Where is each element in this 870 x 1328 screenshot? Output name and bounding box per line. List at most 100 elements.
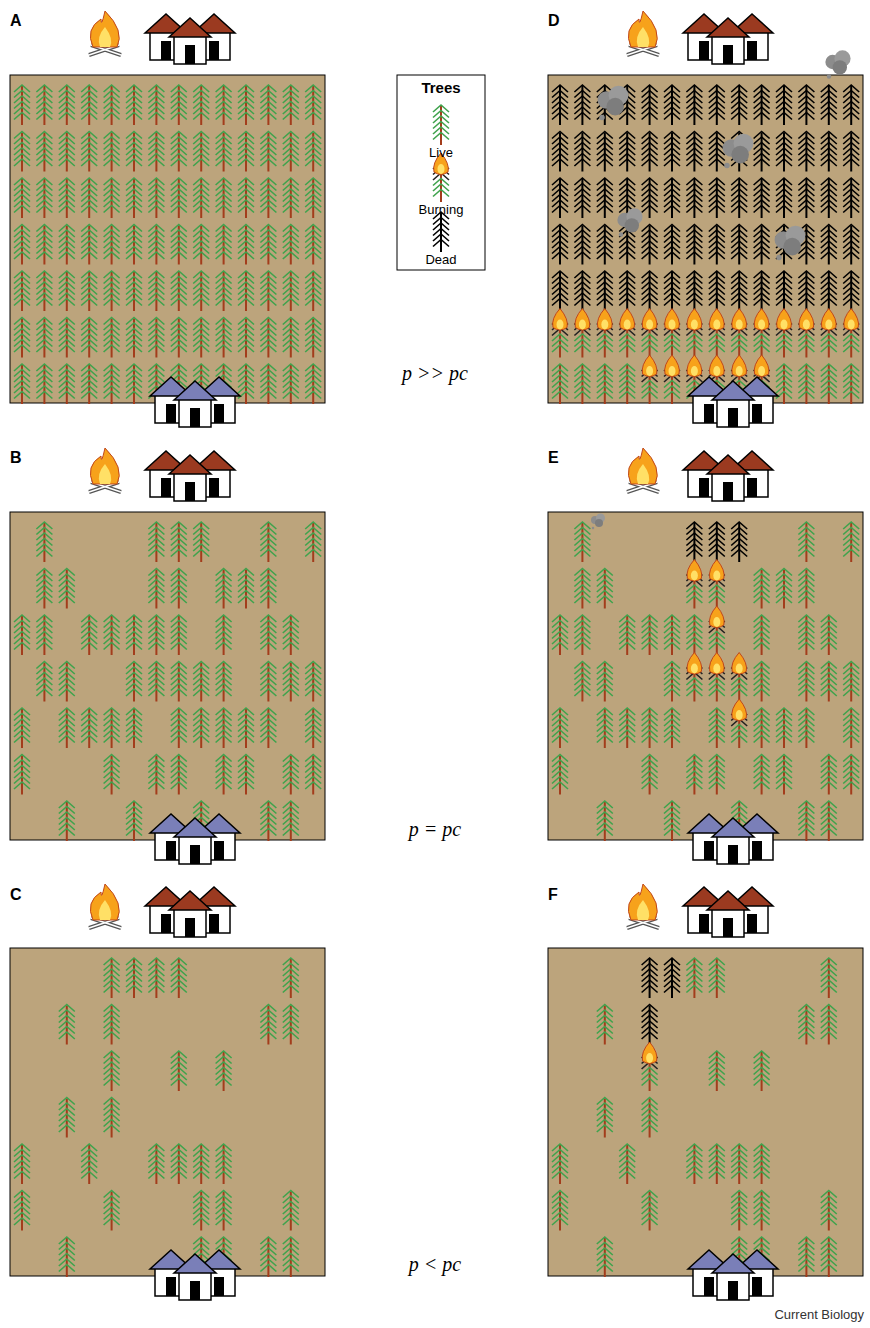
live-tree — [104, 708, 120, 748]
tree-branch — [171, 206, 187, 213]
live-tree — [574, 364, 590, 404]
tree-branch — [619, 113, 635, 120]
live-tree — [126, 132, 142, 172]
tree-branch — [731, 113, 747, 120]
tree-branch — [283, 392, 299, 399]
dead-tree — [642, 271, 658, 311]
tree-branch — [552, 299, 568, 306]
tree-branch — [686, 252, 702, 259]
house-wall — [179, 398, 211, 427]
dead-tree — [754, 271, 770, 311]
live-tree — [14, 85, 30, 125]
burning-tree — [731, 309, 747, 358]
flame-core — [691, 366, 698, 376]
live-tree — [171, 225, 187, 265]
tree-branch — [59, 113, 75, 120]
tree-branch — [686, 345, 702, 352]
house-door — [728, 408, 738, 427]
burning-tree — [821, 309, 837, 358]
dead-tree — [686, 225, 702, 265]
live-tree — [776, 364, 792, 404]
live-tree — [171, 569, 187, 609]
tree-branch — [260, 252, 276, 259]
dead-tree — [798, 132, 814, 172]
tree-branch — [821, 299, 837, 306]
tree-branch — [36, 689, 52, 696]
dead-tree — [686, 178, 702, 218]
live-tree — [193, 522, 209, 562]
tree-branch — [686, 299, 702, 306]
tree-branch — [574, 392, 590, 399]
live-tree — [193, 662, 209, 702]
live-tree — [260, 178, 276, 218]
tree-branch — [597, 159, 613, 166]
burning-tree — [664, 309, 680, 358]
live-tree — [193, 178, 209, 218]
dead-tree — [574, 271, 590, 311]
tree-branch — [305, 689, 321, 696]
dead-tree — [686, 132, 702, 172]
tree-branch — [843, 392, 859, 399]
tree-branch — [574, 159, 590, 166]
live-tree — [260, 662, 276, 702]
live-tree — [171, 708, 187, 748]
tree-branch — [574, 206, 590, 213]
tree-branch — [731, 252, 747, 259]
dead-tree — [552, 225, 568, 265]
flame — [90, 11, 119, 47]
burning-tree — [798, 309, 814, 358]
tree-branch — [574, 252, 590, 259]
tree-branch — [171, 643, 187, 650]
tree-branch — [59, 596, 75, 603]
dead-tree — [731, 271, 747, 311]
house — [707, 18, 749, 64]
tree-branch — [709, 159, 725, 166]
dead-tree — [731, 85, 747, 125]
tree-branch — [171, 252, 187, 259]
flame — [687, 355, 702, 377]
tree-branch — [216, 596, 232, 603]
flame — [777, 309, 792, 331]
tree-branch — [776, 206, 792, 213]
burning-tree — [686, 309, 702, 358]
live-tree — [81, 85, 97, 125]
live-tree — [305, 85, 321, 125]
flame-core — [557, 320, 564, 330]
live-tree — [148, 569, 164, 609]
live-tree — [126, 225, 142, 265]
tree-branch — [664, 159, 680, 166]
tree-branch — [126, 206, 142, 213]
live-tree — [260, 271, 276, 311]
live-tree — [36, 85, 52, 125]
dead-tree — [843, 271, 859, 311]
tree-branch — [664, 392, 680, 399]
live-tree — [260, 615, 276, 655]
dead-tree — [552, 178, 568, 218]
dead-tree — [731, 178, 747, 218]
tree-branch — [238, 299, 254, 306]
tree-branch — [798, 299, 814, 306]
tree-branch — [821, 392, 837, 399]
tree-branch — [305, 345, 321, 352]
tree-branch — [193, 689, 209, 696]
tree-branch — [171, 159, 187, 166]
tree-branch — [305, 550, 321, 557]
live-tree — [171, 132, 187, 172]
live-tree — [59, 708, 75, 748]
tree-branch — [754, 345, 770, 352]
tree-branch — [260, 159, 276, 166]
live-tree — [305, 662, 321, 702]
tree-branch — [104, 252, 120, 259]
dead-tree — [843, 225, 859, 265]
dead-tree — [574, 225, 590, 265]
flame-core — [669, 366, 676, 376]
tree-branch — [798, 159, 814, 166]
tree-branch — [821, 206, 837, 213]
tree-branch — [574, 113, 590, 120]
live-tree — [148, 85, 164, 125]
tree-branch — [552, 113, 568, 120]
house-wall — [174, 35, 206, 64]
burning-tree — [776, 309, 792, 358]
dead-tree — [843, 132, 859, 172]
flame-core — [736, 366, 743, 376]
